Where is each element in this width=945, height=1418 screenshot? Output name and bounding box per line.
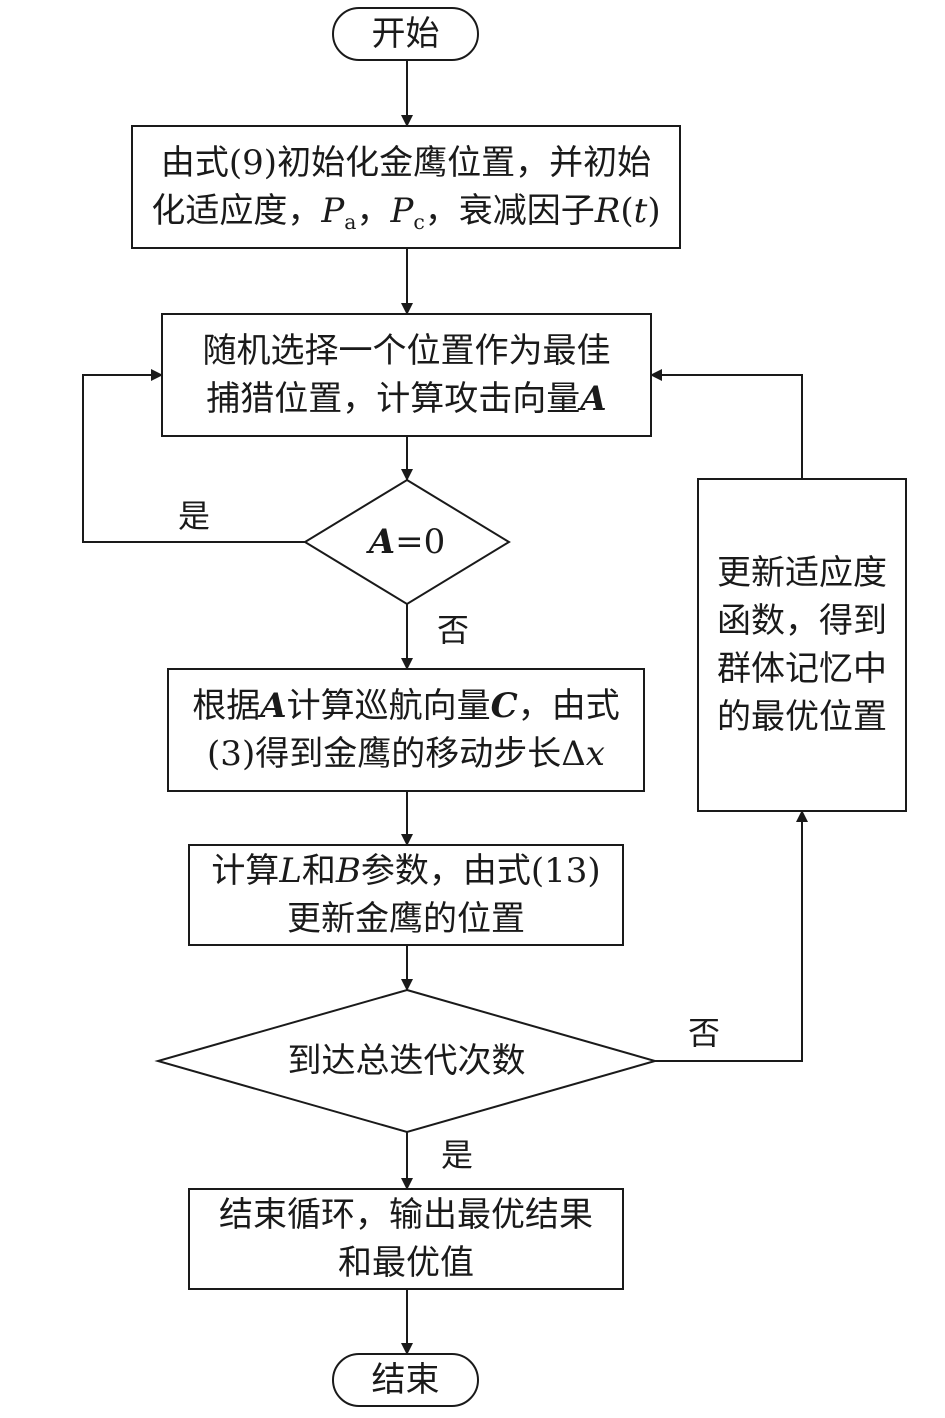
start-node: 开始	[333, 10, 478, 58]
select-a-symbol: A	[580, 379, 607, 419]
finish-node: 结束	[333, 1356, 478, 1404]
fitness-line-3: 群体记忆中	[717, 649, 887, 689]
init-line-1: 由式(9)初始化金鹰位置，并初始	[160, 143, 652, 183]
update-line-1: 计算L和B参数，由式(13)	[189, 847, 623, 895]
init-paren-close: )	[647, 191, 661, 231]
fitness-line-4: 的最优位置	[717, 697, 887, 737]
fitness-line-2: 函数，得到	[717, 601, 887, 641]
end-loop-line-2: 和最优值	[338, 1243, 474, 1283]
cruise-line-2: (3)得到金鹰的移动步长Δx	[168, 730, 644, 778]
init-text-c: ，衰减因子	[424, 191, 595, 231]
update-text-b: 和	[301, 851, 336, 891]
arrow-yes-loop-back	[82, 369, 305, 543]
init-text-b: ，	[356, 191, 391, 231]
select-text: 捕猎位置，计算攻击向量	[206, 379, 581, 419]
update-l-symbol: L	[279, 851, 302, 891]
select-node: 随机选择一个位置作为最佳 捕猎位置，计算攻击向量A	[162, 327, 651, 423]
select-line-1: 随机选择一个位置作为最佳	[202, 331, 611, 371]
init-paren-open: (	[620, 191, 634, 231]
cruise-text-c: ，由式	[517, 686, 620, 726]
fitness-node: 更新适应度 函数，得到 群体记忆中 的最优位置	[698, 549, 906, 741]
decision-iter-label: 到达总迭代次数	[287, 1041, 526, 1081]
cruise-text-d: (3)得到金鹰的移动步长Δ	[207, 734, 586, 774]
cruise-line-1: 根据A计算巡航向量C，由式	[168, 682, 644, 730]
init-r-symbol: R	[594, 191, 621, 231]
cruise-a-symbol: A	[260, 686, 287, 726]
edge-label-no-a: 否	[437, 611, 470, 649]
start-label: 开始	[371, 14, 440, 54]
select-line-2: 捕猎位置，计算攻击向量A	[162, 375, 651, 423]
init-node: 由式(9)初始化金鹰位置，并初始 化适应度，Pa，Pc，衰减因子R(t)	[132, 139, 680, 235]
cruise-box-shape	[167, 668, 645, 792]
update-text-c: 参数，由式(13)	[360, 851, 601, 891]
cruise-node: 根据A计算巡航向量C，由式 (3)得到金鹰的移动步长Δx	[168, 682, 644, 778]
start-terminal-shape	[332, 7, 479, 61]
init-t-symbol: t	[633, 191, 648, 231]
init-box-shape	[131, 125, 681, 249]
init-line-2: 化适应度，Pa，Pc，衰减因子R(t)	[132, 187, 680, 235]
edge-label-yes-a: 是	[178, 497, 211, 535]
cruise-text-b: 计算巡航向量	[286, 686, 491, 726]
finish-label: 结束	[371, 1360, 440, 1400]
fitness-line-1: 更新适应度	[717, 553, 887, 593]
update-b-symbol: B	[335, 851, 361, 891]
init-text-a: 化适应度，	[151, 191, 322, 231]
decision-a-symbol: A	[368, 522, 396, 562]
init-pc-symbol: P	[390, 191, 414, 231]
cruise-c-symbol: C	[490, 686, 518, 726]
arrow-no-to-fitness	[655, 810, 808, 1062]
end-loop-line-1: 结束循环，输出最优结果	[219, 1195, 593, 1235]
init-pa-symbol: P	[321, 191, 345, 231]
update-line-2: 更新金鹰的位置	[287, 899, 525, 939]
update-node: 计算L和B参数，由式(13) 更新金鹰的位置	[189, 847, 623, 943]
edge-label-no-iter: 否	[688, 1014, 721, 1052]
end-loop-node: 结束循环，输出最优结果 和最优值	[189, 1191, 623, 1287]
decision-iter-node: 到达总迭代次数	[158, 1037, 655, 1085]
init-pc-subscript: c	[413, 210, 425, 235]
cruise-x-symbol: x	[585, 734, 605, 774]
decision-a-text: =0	[395, 522, 446, 562]
arrow-fitness-to-select	[650, 369, 803, 479]
edge-label-yes-iter: 是	[441, 1136, 474, 1174]
decision-a-node: A=0	[305, 518, 509, 566]
update-text-a: 计算	[211, 851, 280, 891]
cruise-text-a: 根据	[192, 686, 261, 726]
fitness-box-shape	[697, 478, 907, 812]
init-pa-subscript: a	[344, 210, 357, 235]
